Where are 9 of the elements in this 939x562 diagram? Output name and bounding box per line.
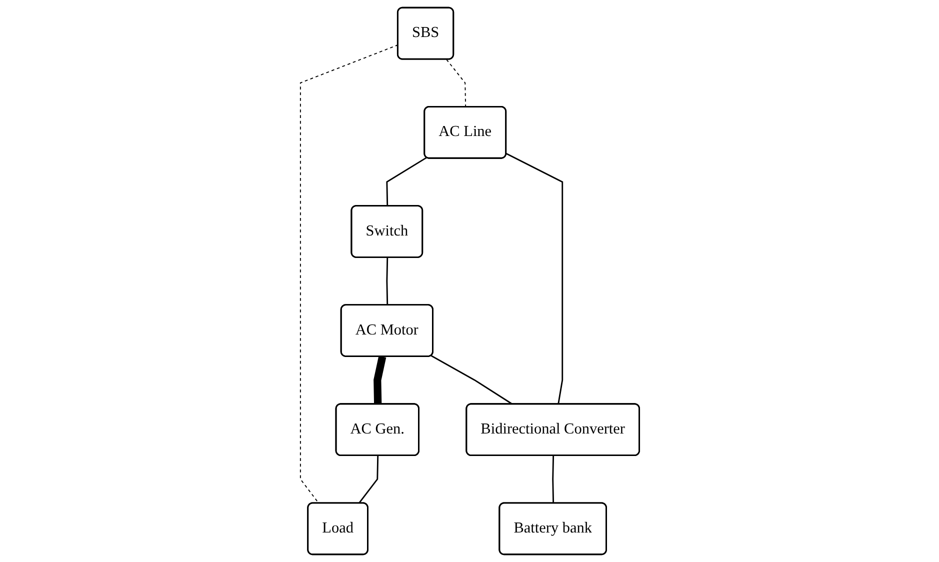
connector <box>358 456 378 504</box>
connector <box>386 156 427 206</box>
connector <box>300 44 398 504</box>
connector <box>552 456 554 504</box>
connector <box>373 356 386 404</box>
connector <box>446 59 466 108</box>
connector <box>386 258 388 306</box>
connector <box>506 153 563 404</box>
connector <box>430 355 513 405</box>
